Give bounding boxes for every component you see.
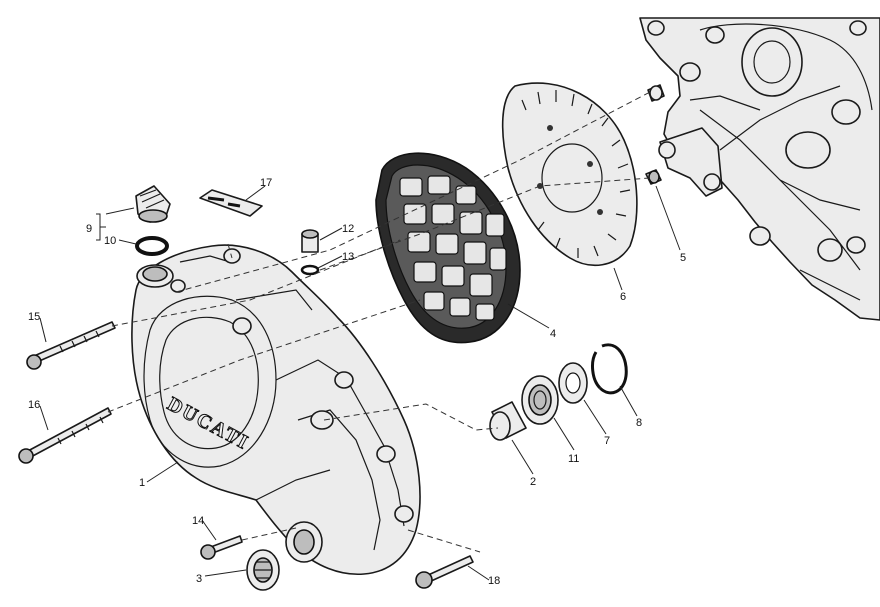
bush-2 [489,401,527,441]
callout-14: 14 [192,515,204,527]
callout-4: 4 [550,328,556,340]
circlip-8 [591,343,628,395]
callout-16: 16 [28,399,40,411]
bearing-11 [521,375,559,425]
long-screw-15 [26,321,116,370]
callout-3: 3 [196,573,202,585]
callout-18: 18 [488,575,500,587]
callout-10: 10 [104,235,116,247]
callout-9: 9 [86,223,92,235]
oil-filler-plug [135,185,171,223]
callout-12: 12 [342,223,354,235]
callout-5: 5 [680,252,686,264]
callout-8: 8 [636,417,642,429]
callout-6: 6 [620,291,626,303]
long-screw-16 [18,407,112,464]
dowel-pin [647,84,665,102]
callout-7: 7 [604,435,610,447]
washer-7 [558,362,588,404]
screw-18 [415,555,474,589]
engine-crankcase [639,17,880,321]
warning-label-plate [199,189,263,217]
assembly-axes [107,91,651,553]
cover-bolt-washer [300,229,320,276]
leader-lines [39,185,681,581]
callout-2: 2 [530,476,536,488]
clutch-cover-gasket [501,82,638,266]
clutch-cover: DUCATI [131,244,421,576]
clutch-protective-cover [375,152,521,344]
callout-17: 17 [260,177,272,189]
callout-13: 13 [342,251,354,263]
short-screw-14 [200,535,243,560]
callout-15: 15 [28,311,40,323]
callout-1: 1 [139,477,145,489]
callout-11: 11 [568,453,579,465]
dowel-bush-part [645,169,662,185]
callout-labels: 1 2 3 4 5 6 7 8 9 10 11 12 13 14 15 16 1… [28,177,686,587]
o-ring [135,236,169,256]
oil-seal-3 [246,549,280,591]
